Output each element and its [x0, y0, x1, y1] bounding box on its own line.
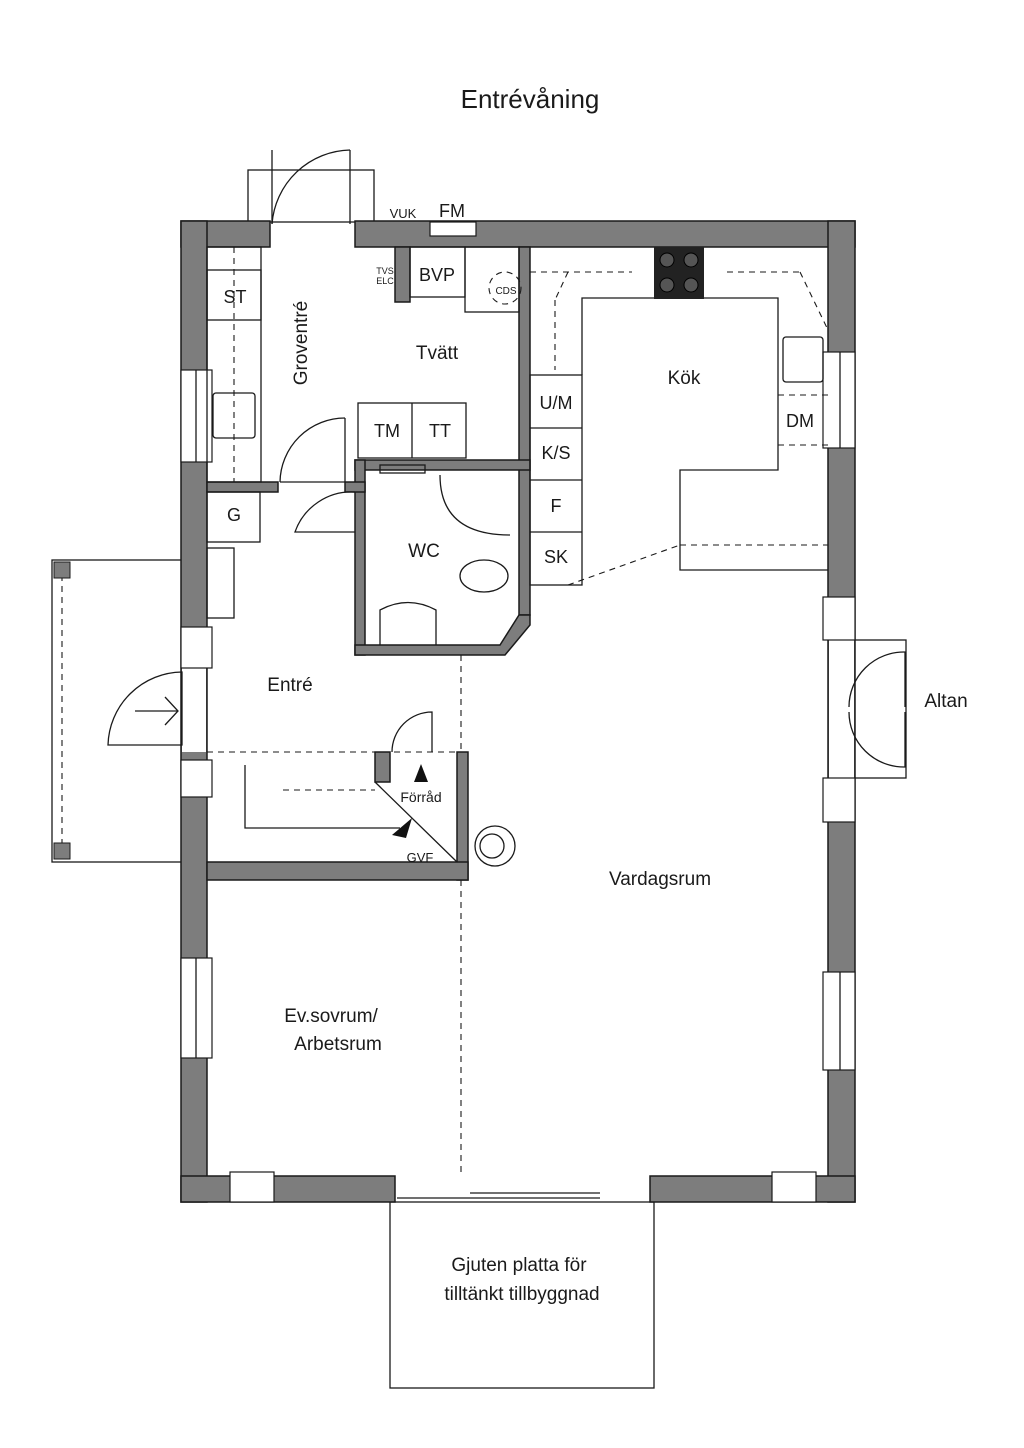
- interior-walls: [206, 246, 531, 881]
- stove-icon: [654, 247, 704, 299]
- dashed-guides: [207, 247, 829, 1176]
- label-tvs: TVS: [376, 266, 394, 276]
- toilet-icon: [459, 559, 509, 593]
- label-platta-2: tilltänkt tillbyggnad: [444, 1284, 599, 1305]
- label-dm: DM: [786, 411, 814, 431]
- label-wc: WC: [408, 541, 440, 562]
- label-f: F: [551, 496, 562, 516]
- label-platta-1: Gjuten platta för: [451, 1255, 587, 1276]
- wc-sink-icon: [379, 601, 437, 645]
- heater-icon: [474, 825, 516, 867]
- altan-step: [847, 639, 907, 779]
- sink-icon: [212, 392, 256, 439]
- label-g: G: [227, 505, 241, 525]
- fixture-labels: VUK FM TVS ELC BVP CDS ST TM TT G U/M K/…: [223, 201, 814, 865]
- label-sovrum-2: Arbetsrum: [294, 1034, 382, 1055]
- label-gvf: GVF: [407, 850, 434, 865]
- label-fm: FM: [439, 201, 465, 221]
- plan-title: Entrévåning: [461, 84, 600, 114]
- outer-walls: [180, 220, 856, 1203]
- label-um: U/M: [540, 393, 573, 413]
- label-tt: TT: [429, 421, 451, 441]
- label-bvp: BVP: [419, 265, 455, 285]
- label-tvatt: Tvätt: [416, 343, 459, 364]
- label-kok: Kök: [668, 368, 701, 389]
- label-groventre: Groventré: [291, 301, 312, 385]
- label-elc: ELC: [376, 276, 394, 286]
- label-vuk: VUK: [390, 206, 417, 221]
- fixture-boxes: [206, 246, 828, 867]
- top-porch: [247, 169, 375, 223]
- label-st: ST: [223, 287, 246, 307]
- windows: [180, 221, 856, 1203]
- cast-slab: [389, 1201, 655, 1389]
- label-entre: Entré: [267, 675, 312, 696]
- label-altan: Altan: [924, 691, 967, 712]
- label-sovrum-1: Ev.sovrum/: [284, 1006, 378, 1027]
- label-cds: CDS: [495, 286, 516, 297]
- label-ks: K/S: [541, 443, 570, 463]
- room-labels: Groventré Tvätt Kök WC Entré Förråd Vard…: [267, 301, 967, 1305]
- label-sk: SK: [544, 547, 568, 567]
- doors: [107, 149, 906, 768]
- label-vardagsrum: Vardagsrum: [609, 869, 711, 890]
- label-tm: TM: [374, 421, 400, 441]
- label-forrad: Förråd: [400, 789, 441, 805]
